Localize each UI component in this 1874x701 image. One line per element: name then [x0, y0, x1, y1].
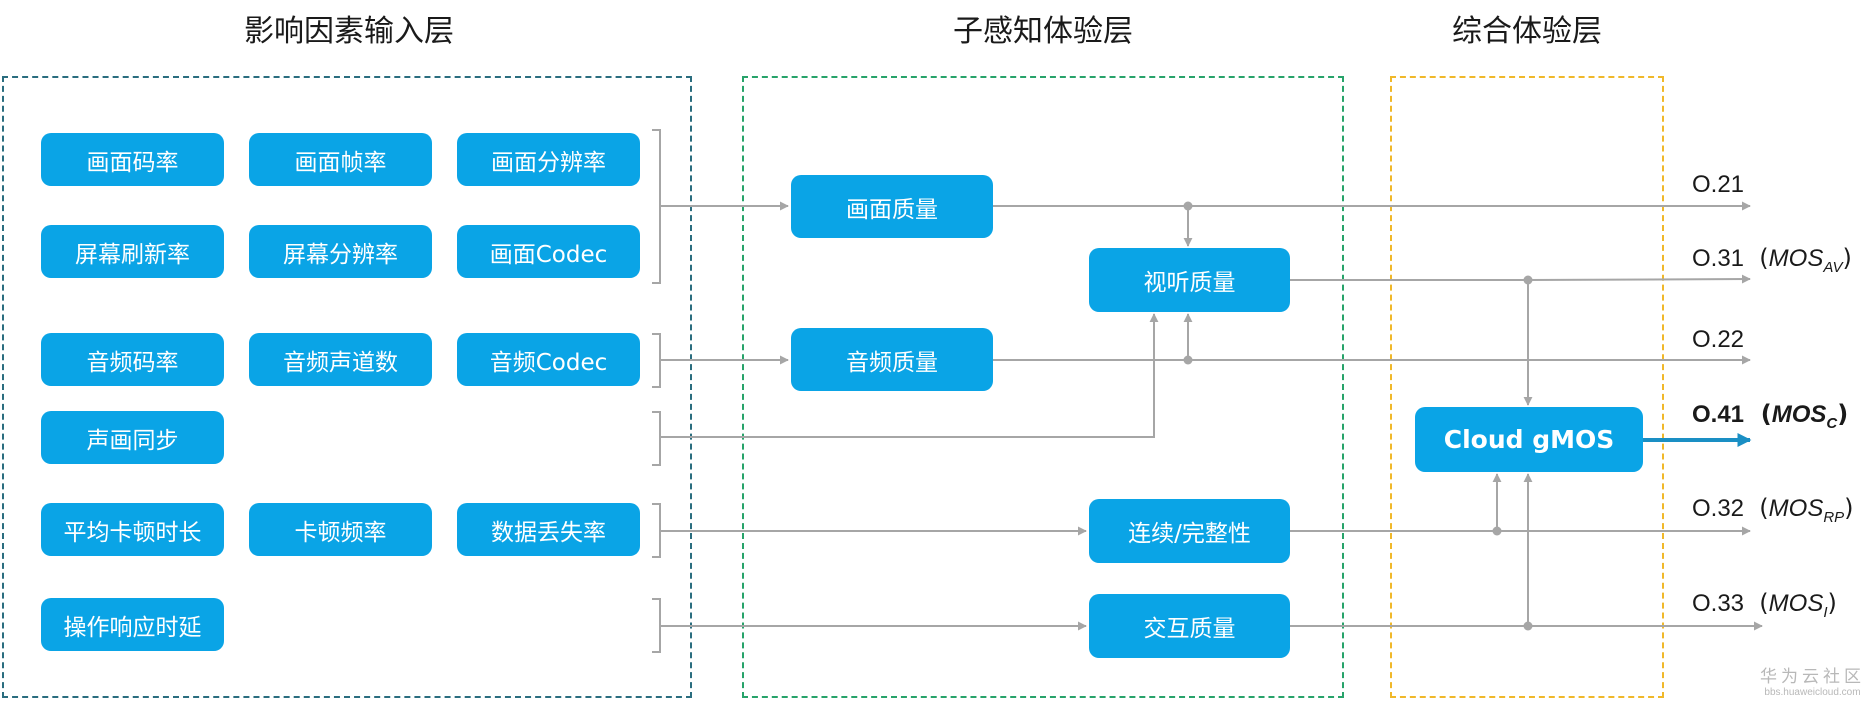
input-data-loss-rate[interactable]: 数据丢失率	[457, 503, 640, 556]
input-screen-resolution[interactable]: 屏幕分辨率	[249, 225, 432, 278]
bracket-sync-input	[652, 411, 661, 466]
node-audio-quality[interactable]: 音频质量	[791, 328, 993, 391]
input-refresh-rate[interactable]: 屏幕刷新率	[41, 225, 224, 278]
overall-layer-box	[1390, 76, 1664, 698]
input-audio-channels[interactable]: 音频声道数	[249, 333, 432, 386]
node-continuity[interactable]: 连续/完整性	[1089, 499, 1290, 563]
output-o41-code: O.41	[1692, 401, 1745, 428]
output-o31-sub: AV	[1823, 258, 1843, 276]
input-av-sync[interactable]: 声画同步	[41, 411, 224, 464]
bracket-stall-inputs	[652, 503, 661, 558]
input-frame-rate[interactable]: 画面帧率	[249, 133, 432, 186]
output-o33-sub: I	[1823, 603, 1828, 621]
input-stall-frequency[interactable]: 卡顿频率	[249, 503, 432, 556]
output-o21: O.21	[1692, 170, 1744, 199]
input-layer-box	[2, 76, 692, 698]
watermark: 华为云社区 bbs.huaweicloud.com	[1760, 662, 1865, 698]
output-o33-code: O.33	[1692, 590, 1745, 617]
output-o33: O.33 (MOSI)	[1692, 589, 1837, 621]
input-video-bitrate[interactable]: 画面码率	[41, 133, 224, 186]
node-interaction-quality[interactable]: 交互质量	[1089, 594, 1290, 658]
overall-layer-title: 综合体验层	[1452, 14, 1602, 49]
bracket-latency-input	[652, 598, 661, 653]
sub-layer-title: 子感知体验层	[953, 14, 1133, 49]
input-video-resolution[interactable]: 画面分辨率	[457, 133, 640, 186]
output-o31-mos: MOS	[1768, 245, 1824, 272]
node-video-quality[interactable]: 画面质量	[791, 175, 993, 238]
input-response-latency[interactable]: 操作响应时延	[41, 598, 224, 651]
watermark-text: 华为云社区	[1760, 667, 1865, 687]
watermark-url: bbs.huaweicloud.com	[1764, 687, 1861, 698]
input-layer-title: 影响因素输入层	[244, 14, 454, 49]
output-o41: O.41 (MOSC)	[1692, 400, 1849, 432]
output-o41-mos: MOS	[1771, 401, 1827, 428]
node-av-quality[interactable]: 视听质量	[1089, 248, 1290, 312]
node-cloud-gmos[interactable]: Cloud gMOS	[1415, 407, 1643, 472]
output-o32-mos: MOS	[1768, 495, 1824, 522]
output-o22: O.22	[1692, 325, 1744, 354]
input-audio-bitrate[interactable]: 音频码率	[41, 333, 224, 386]
output-o31: O.31 (MOSAV)	[1692, 244, 1852, 276]
sub-layer-box	[742, 76, 1344, 698]
output-o41-sub: C	[1826, 414, 1838, 432]
output-o21-code: O.21	[1692, 171, 1745, 198]
output-o22-code: O.22	[1692, 326, 1745, 353]
output-o32-code: O.32	[1692, 495, 1745, 522]
input-audio-codec[interactable]: 音频Codec	[457, 333, 640, 386]
input-video-codec[interactable]: 画面Codec	[457, 225, 640, 278]
bracket-audio-inputs	[652, 333, 661, 388]
bracket-video-inputs	[652, 129, 661, 284]
input-avg-stall-duration[interactable]: 平均卡顿时长	[41, 503, 224, 556]
output-o32: O.32 (MOSRP)	[1692, 494, 1854, 526]
output-o32-sub: RP	[1823, 508, 1845, 526]
output-o31-code: O.31	[1692, 245, 1745, 272]
output-o33-mos: MOS	[1768, 590, 1824, 617]
